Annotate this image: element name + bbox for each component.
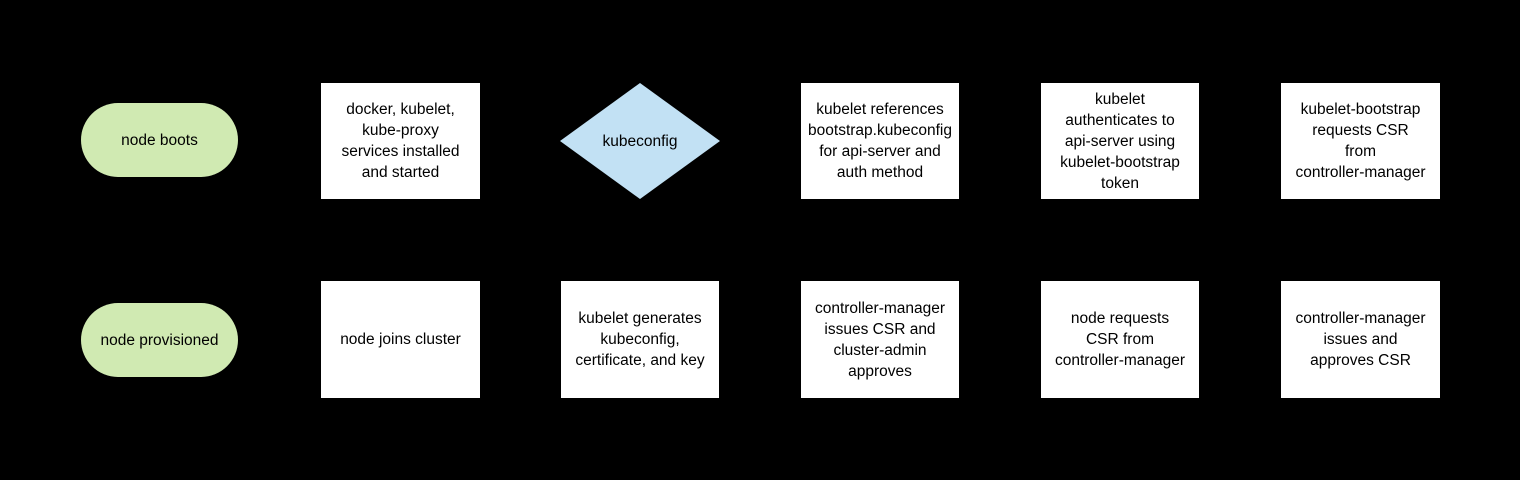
flow-node-kubelet-bootstrap-requests-csr[interactable]: kubelet-bootstrap requests CSR from cont… — [1281, 83, 1440, 199]
flow-node-label: node provisioned — [100, 331, 219, 349]
flow-node-label: kubelet-bootstrap requests CSR from cont… — [1295, 101, 1426, 181]
flow-node-services-installed[interactable]: docker, kubelet, kube-proxy services ins… — [321, 83, 480, 199]
flow-node-node-joins-cluster[interactable]: node joins cluster — [321, 281, 480, 398]
flow-node-kubeconfig-decision[interactable]: kubeconfig — [560, 83, 720, 199]
flow-node-label: node joins cluster — [340, 331, 461, 348]
flow-node-label: controller-manager issues CSR and cluste… — [814, 299, 946, 380]
flow-node-label: kubelet authenticates to api-server usin… — [1060, 90, 1180, 192]
flow-node-controller-manager-issues-csr[interactable]: controller-manager issues CSR and cluste… — [801, 281, 959, 398]
flow-node-label: controller-manager issues and approves C… — [1295, 310, 1426, 369]
flow-node-node-boots[interactable]: node boots — [81, 103, 238, 177]
flow-node-label: kubelet generates kubeconfig, certificat… — [575, 310, 705, 369]
flow-node-label: node boots — [121, 131, 198, 149]
flow-node-label: node requests CSR from controller-manage… — [1054, 310, 1186, 369]
flow-node-node-requests-csr[interactable]: node requests CSR from controller-manage… — [1041, 281, 1199, 398]
flow-node-node-provisioned[interactable]: node provisioned — [81, 303, 238, 377]
flow-node-label: kubelet references bootstrap.kubeconfig … — [808, 101, 952, 181]
flow-node-kubelet-references-bootstrap[interactable]: kubelet references bootstrap.kubeconfig … — [801, 83, 959, 199]
flow-node-kubelet-authenticates[interactable]: kubelet authenticates to api-server usin… — [1041, 83, 1199, 199]
flow-node-kubelet-generates[interactable]: kubelet generates kubeconfig, certificat… — [561, 281, 719, 398]
flow-node-controller-manager-approves-csr[interactable]: controller-manager issues and approves C… — [1281, 281, 1440, 398]
flow-node-label: kubeconfig — [602, 132, 678, 150]
flow-node-label: docker, kubelet, kube-proxy services ins… — [341, 101, 460, 181]
